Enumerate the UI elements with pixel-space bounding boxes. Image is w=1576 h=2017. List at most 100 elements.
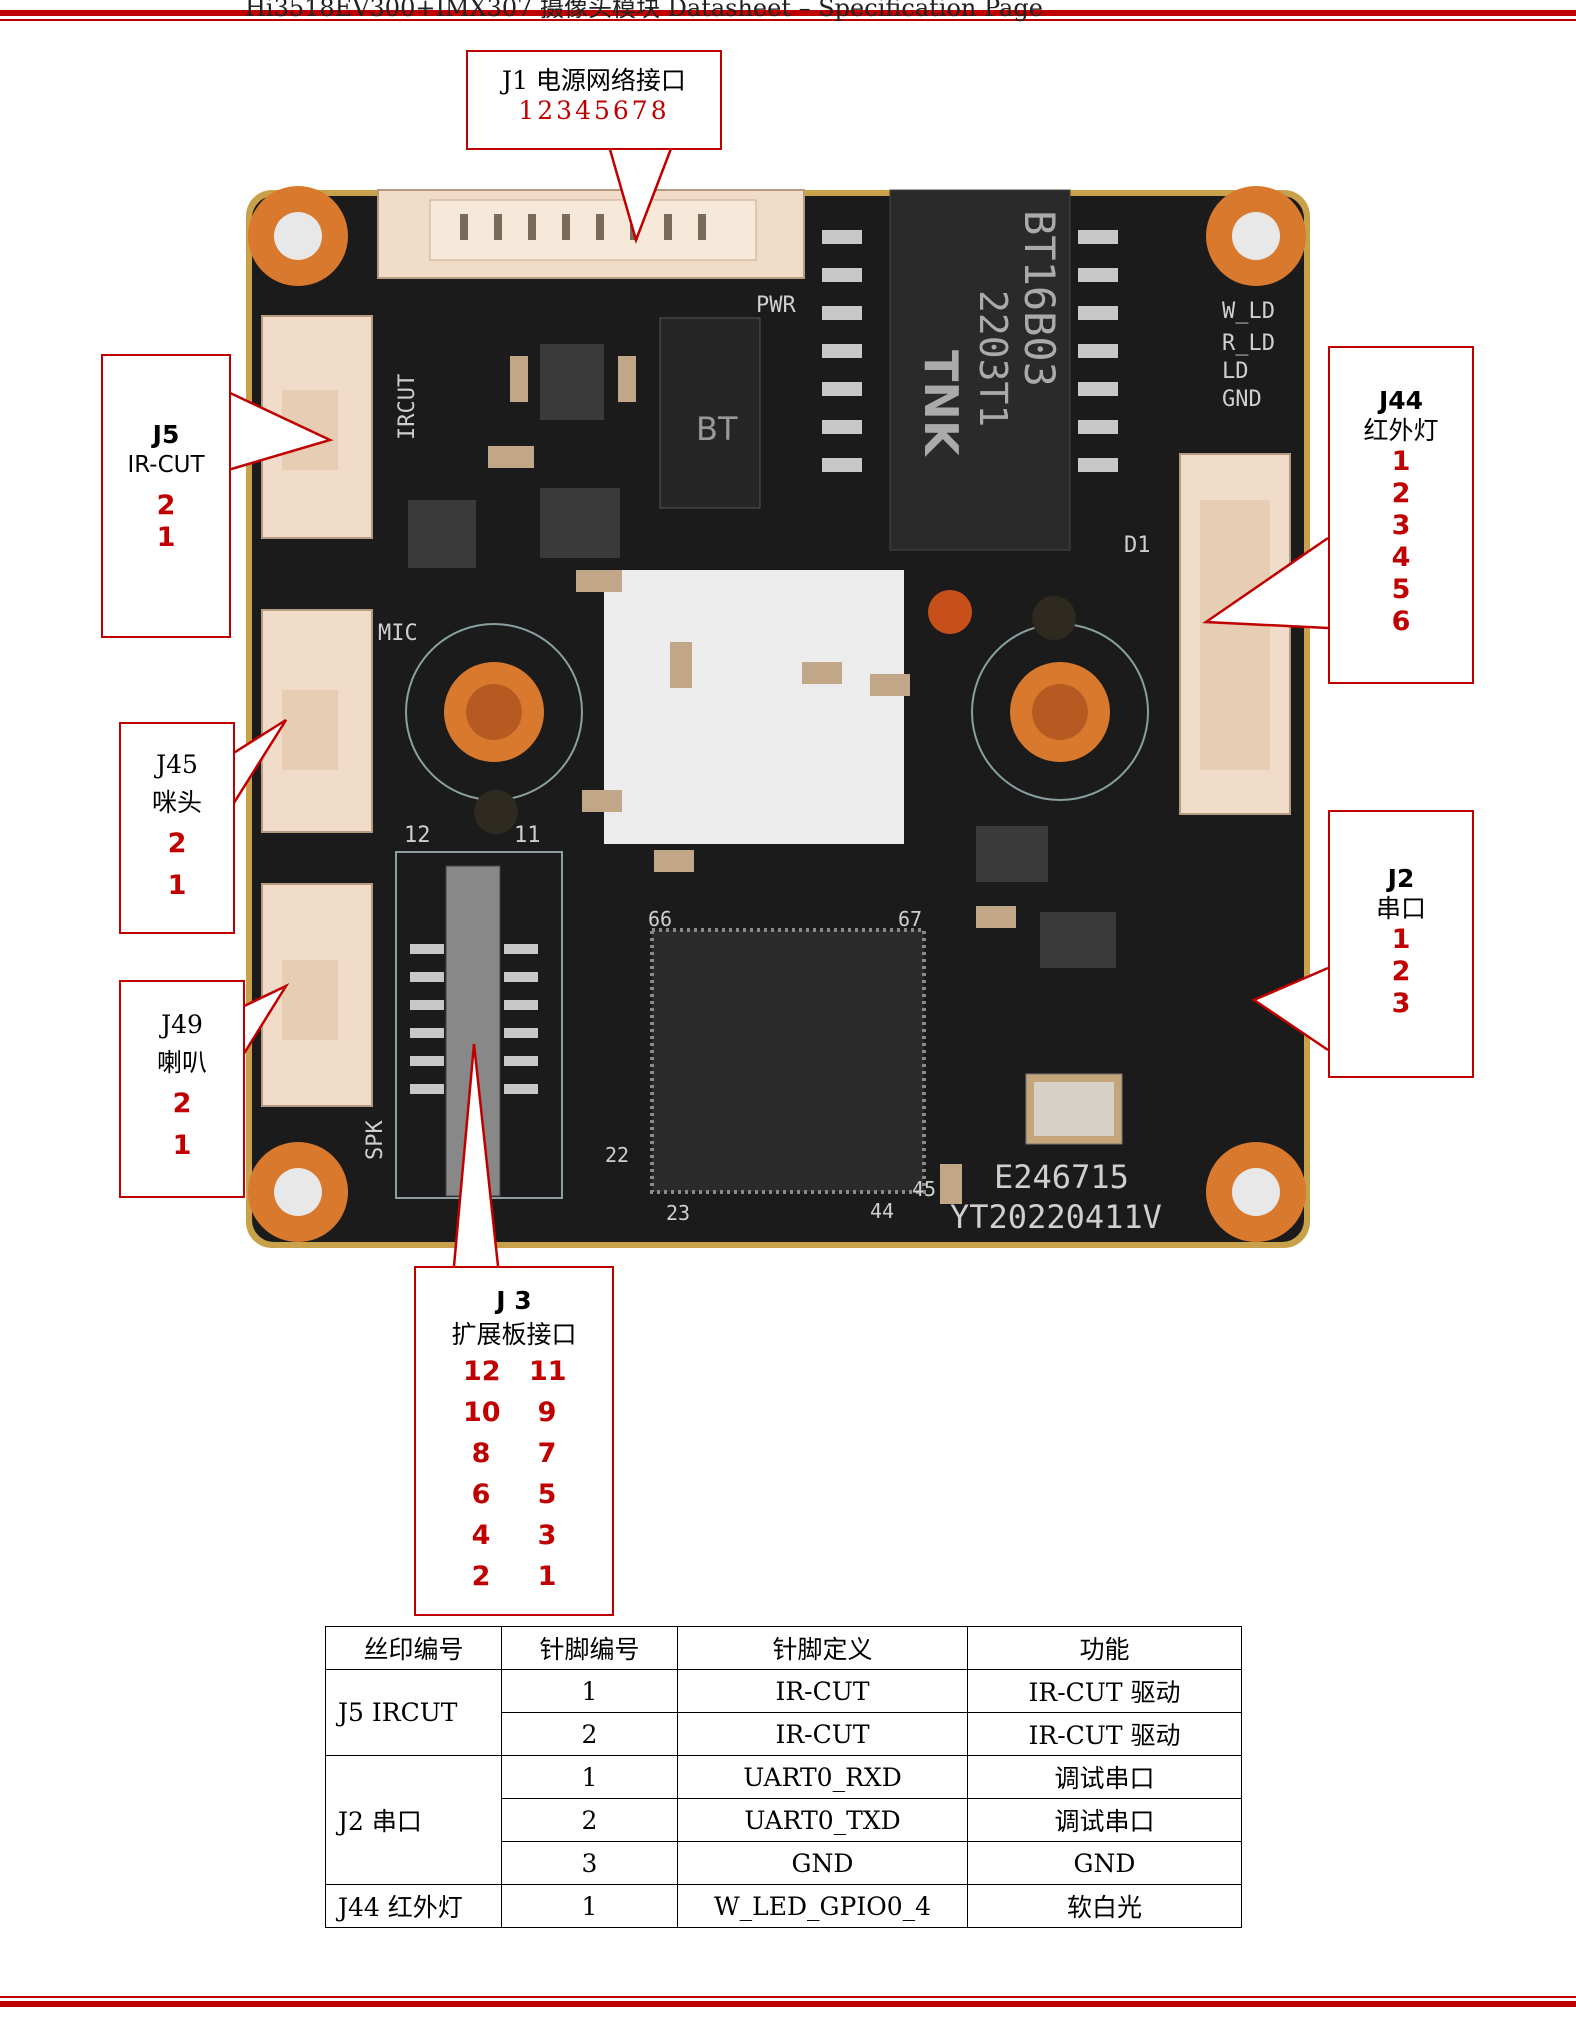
callout-j1-title: J1 电源网络接口 (502, 66, 686, 95)
table-cell: 1 (501, 1755, 678, 1799)
callout-j2-title: J2 (1387, 864, 1415, 893)
table-header-cell: 丝印编号 (325, 1626, 502, 1670)
callout-j44-pin-6: 6 (1391, 606, 1411, 637)
table-cell: 1 (501, 1669, 678, 1713)
callout-j44-pin-3: 3 (1391, 510, 1411, 541)
table-cell: IR-CUT (677, 1669, 968, 1713)
callout-j1: J1 电源网络接口 12345678 (466, 50, 722, 150)
svg-text:PWR: PWR (756, 293, 796, 318)
svg-text:SPK: SPK (363, 1120, 388, 1160)
svg-text:E246715: E246715 (994, 1158, 1129, 1196)
callout-j2: J2 串口 1 2 3 (1328, 810, 1474, 1078)
mount-hole-tr (1206, 186, 1306, 286)
table-group-name: J2 串口 (325, 1755, 502, 1885)
callout-j49-pin-b: 1 (172, 1130, 192, 1161)
callout-j3-pin: 12 (463, 1356, 501, 1387)
table-cell: UART0_RXD (677, 1755, 968, 1799)
svg-text:MIC: MIC (378, 621, 418, 646)
mount-hole-bl (248, 1142, 348, 1242)
callout-j44: J44 红外灯 1 2 3 4 5 6 (1328, 346, 1474, 684)
svg-text:IRCUT: IRCUT (395, 374, 420, 440)
callout-j44-pin-2: 2 (1391, 478, 1411, 509)
mount-hole-tl (248, 186, 348, 286)
callout-j49-sub: 喇叭 (156, 1048, 207, 1077)
header-rule-thick (0, 10, 1576, 16)
svg-text:W_LD: W_LD (1222, 299, 1275, 324)
svg-text:D1: D1 (1124, 533, 1151, 558)
connector-j44 (1179, 453, 1291, 815)
callout-j3-pin: 5 (537, 1479, 557, 1510)
callout-j44-pin-5: 5 (1391, 574, 1411, 605)
callout-j3-pin: 6 (471, 1479, 491, 1510)
table-cell: 软白光 (967, 1884, 1242, 1928)
callout-j3-pin: 9 (537, 1397, 557, 1428)
callout-j3-pin: 3 (537, 1520, 557, 1551)
svg-text:12: 12 (404, 823, 431, 848)
callout-j2-pin-2: 2 (1391, 956, 1411, 987)
svg-text:22: 22 (605, 1143, 629, 1167)
table-cell: 2 (501, 1712, 678, 1756)
table-cell: UART0_TXD (677, 1798, 968, 1842)
callout-j3-pin: 2 (471, 1561, 491, 1592)
callout-j44-pin-4: 4 (1391, 542, 1411, 573)
header-text: Hi3518EV300+IMX307 摄像头模块 Datasheet – Spe… (245, 0, 1043, 22)
svg-text:YT20220411V: YT20220411V (950, 1198, 1162, 1236)
table-cell: GND (677, 1841, 968, 1885)
callout-j3-pin: 1 (537, 1561, 557, 1592)
svg-text:R_LD: R_LD (1222, 331, 1275, 356)
callout-j44-pin-1: 1 (1391, 446, 1411, 477)
callout-j3-title: J 3 (496, 1286, 532, 1315)
callout-j3-row: 12 11 (416, 1356, 612, 1388)
callout-j3-pin: 11 (529, 1356, 567, 1387)
svg-text:TNK: TNK (914, 350, 968, 458)
callout-j3-pin: 8 (471, 1438, 491, 1469)
callout-j3-pin: 10 (463, 1397, 501, 1428)
callout-j44-title: J44 (1378, 386, 1424, 415)
svg-text:23: 23 (666, 1201, 690, 1225)
svg-text:BT: BT (696, 410, 738, 448)
table-group-name: J44 红外灯 (325, 1884, 502, 1928)
svg-text:2203T1: 2203T1 (971, 290, 1015, 427)
table-header-cell: 针脚定义 (677, 1626, 968, 1670)
header-rule-thin (0, 19, 1576, 21)
svg-text:66: 66 (648, 907, 672, 931)
table-cell: 调试串口 (967, 1755, 1242, 1799)
table-cell: 2 (501, 1798, 678, 1842)
callout-j3-sub: 扩展板接口 (451, 1320, 577, 1349)
table-row: J44 红外灯 1 W_LED_GPIO0_4 软白光 (325, 1884, 1242, 1928)
callout-j45-title: J45 (156, 750, 198, 779)
connector-j45 (261, 609, 373, 833)
callout-j2-pin-1: 1 (1391, 924, 1411, 955)
callout-j3-pin: 7 (537, 1438, 557, 1469)
callout-j45: J45 咪头 2 1 (119, 722, 235, 934)
svg-text:45: 45 (912, 1177, 936, 1201)
table-row: J5 IRCUT 1 IR-CUT IR-CUT 驱动 (325, 1669, 1242, 1756)
callout-j45-pin-b: 1 (167, 870, 187, 901)
table-cell: W_LED_GPIO0_4 (677, 1884, 968, 1928)
svg-text:67: 67 (898, 907, 922, 931)
callout-j3-row: 10 9 (416, 1397, 612, 1429)
svg-text:LD: LD (1222, 359, 1249, 384)
table-header-cell: 针脚编号 (501, 1626, 678, 1670)
callout-j5-pin-a: 2 (156, 490, 176, 521)
table-cell: 1 (501, 1884, 678, 1928)
callout-j1-pins: 12345678 (518, 96, 670, 125)
table-cell: 3 (501, 1841, 678, 1885)
callout-j45-pin-a: 2 (167, 828, 187, 859)
table-group-name: J5 IRCUT (325, 1669, 502, 1756)
table-header-row: 丝印编号 针脚编号 针脚定义 功能 (325, 1626, 1242, 1670)
callout-j5: J5 IR-CUT 2 1 (101, 354, 231, 638)
footer-rule-thin (0, 1996, 1576, 1998)
callout-j49-pin-a: 2 (172, 1088, 192, 1119)
pin-definition-table: 丝印编号 针脚编号 针脚定义 功能 J5 IRCUT 1 IR-CUT IR-C… (325, 1626, 1242, 1928)
table-cell: IR-CUT 驱动 (967, 1669, 1242, 1713)
table-header-cell: 功能 (967, 1626, 1242, 1670)
table-cell: IR-CUT (677, 1712, 968, 1756)
footer-rule-thick (0, 2001, 1576, 2007)
